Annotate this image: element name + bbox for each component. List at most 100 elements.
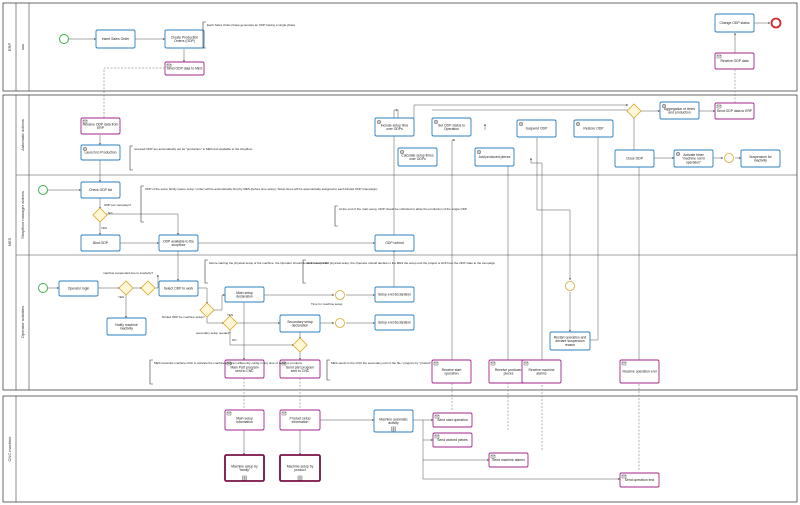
- task-box[interactable]: [549, 331, 591, 351]
- task-box[interactable]: [432, 432, 473, 448]
- task-box[interactable]: [279, 454, 321, 482]
- task-send-worked[interactable]: Send worked pieces: [432, 432, 473, 448]
- task-box[interactable]: [374, 234, 415, 252]
- task-machine-setup-family[interactable]: Machine setup by"family": [224, 454, 265, 482]
- task-box[interactable]: [619, 472, 660, 488]
- task-box[interactable]: [516, 119, 557, 138]
- task-box[interactable]: [224, 409, 265, 431]
- task-box[interactable]: [158, 234, 199, 252]
- task-suspend[interactable]: Suspend ODP: [516, 119, 557, 138]
- task-box[interactable]: [373, 409, 414, 433]
- task-send-odp-erp[interactable]: Send ODP data to ERP: [714, 102, 755, 120]
- task-box[interactable]: [573, 119, 614, 138]
- task-setup-decl-2[interactable]: Setup end declaration: [374, 314, 415, 331]
- task-box[interactable]: [431, 117, 472, 137]
- lane-title-shop: Shopfloor manager actions: [20, 191, 25, 239]
- task-box[interactable]: [80, 234, 121, 252]
- task-close-odp[interactable]: Close ODP: [614, 149, 655, 168]
- task-box[interactable]: [164, 29, 205, 49]
- task-box[interactable]: [374, 314, 415, 331]
- task-box[interactable]: [374, 286, 415, 303]
- task-select-odp[interactable]: Select ODP to work: [158, 280, 199, 297]
- task-setup-decl-1[interactable]: Setup end declaration: [374, 286, 415, 303]
- task-change-status[interactable]: Change ODP status: [714, 13, 755, 33]
- task-send-odp-mes[interactable]: Send ODP data to MES: [164, 61, 205, 76]
- task-restore[interactable]: Restore ODP: [573, 119, 614, 138]
- task-box[interactable]: [164, 61, 205, 76]
- task-box[interactable]: [397, 147, 438, 167]
- task-box[interactable]: [279, 314, 321, 333]
- lane-title-erp: xxx: [20, 44, 25, 50]
- task-box[interactable]: [374, 117, 415, 137]
- task-box[interactable]: [106, 317, 147, 336]
- task-label: ODP unbind: [385, 241, 404, 245]
- task-bind-odp[interactable]: Bind ODP: [80, 234, 121, 252]
- task-box[interactable]: [432, 412, 473, 428]
- task-box[interactable]: [224, 286, 265, 303]
- task-box[interactable]: [714, 13, 755, 33]
- gateway-odp-campaign: [92, 207, 108, 223]
- task-box[interactable]: [58, 280, 99, 297]
- task-box[interactable]: [488, 452, 529, 468]
- task-box[interactable]: [80, 117, 121, 135]
- task-box[interactable]: [279, 409, 321, 431]
- task-launch-prod[interactable]: Launch to Production: [80, 144, 121, 161]
- task-box[interactable]: [224, 454, 265, 482]
- task-box[interactable]: [521, 359, 562, 384]
- envelope-icon: [716, 54, 722, 59]
- task-box[interactable]: [158, 280, 199, 297]
- task-send-end[interactable]: Send operation end: [619, 472, 660, 488]
- task-box[interactable]: [673, 149, 714, 168]
- task-send-start[interactable]: Send start operation: [432, 412, 473, 428]
- task-add-produced[interactable]: Add produced pieces: [474, 147, 515, 167]
- task-check-odp[interactable]: Check ODP list: [80, 181, 121, 199]
- task-receive-odp[interactable]: Receive ODP data: [714, 52, 755, 70]
- timer-event-4: [724, 153, 734, 163]
- task-box[interactable]: [279, 359, 321, 379]
- task-box[interactable]: [659, 101, 700, 120]
- task-box[interactable]: [714, 102, 755, 120]
- task-odp-unbind[interactable]: ODP unbind: [374, 234, 415, 252]
- task-receive-end[interactable]: Receive operation end: [619, 359, 660, 384]
- task-box[interactable]: [619, 359, 660, 384]
- annotation-time: Time for machine setup: [311, 302, 343, 306]
- task-box[interactable]: [224, 359, 265, 379]
- task-box[interactable]: [614, 149, 655, 168]
- task-send-alarms[interactable]: Send machine alarms: [488, 452, 529, 468]
- task-label: Setup end declaration: [378, 293, 411, 297]
- task-box[interactable]: [474, 147, 515, 167]
- task-op-login[interactable]: Operator login: [58, 280, 99, 297]
- task-box[interactable]: [714, 52, 755, 70]
- task-insert-so[interactable]: Insert Sales Order: [95, 29, 136, 49]
- envelope-icon: [490, 361, 496, 366]
- task-box[interactable]: [740, 149, 781, 168]
- pool-title-cnc: CNC machine: [7, 436, 12, 462]
- task-box[interactable]: [80, 181, 121, 199]
- task-box[interactable]: [80, 144, 121, 161]
- task-box[interactable]: [95, 29, 136, 49]
- envelope-icon: [434, 414, 440, 419]
- task-box[interactable]: [431, 359, 472, 384]
